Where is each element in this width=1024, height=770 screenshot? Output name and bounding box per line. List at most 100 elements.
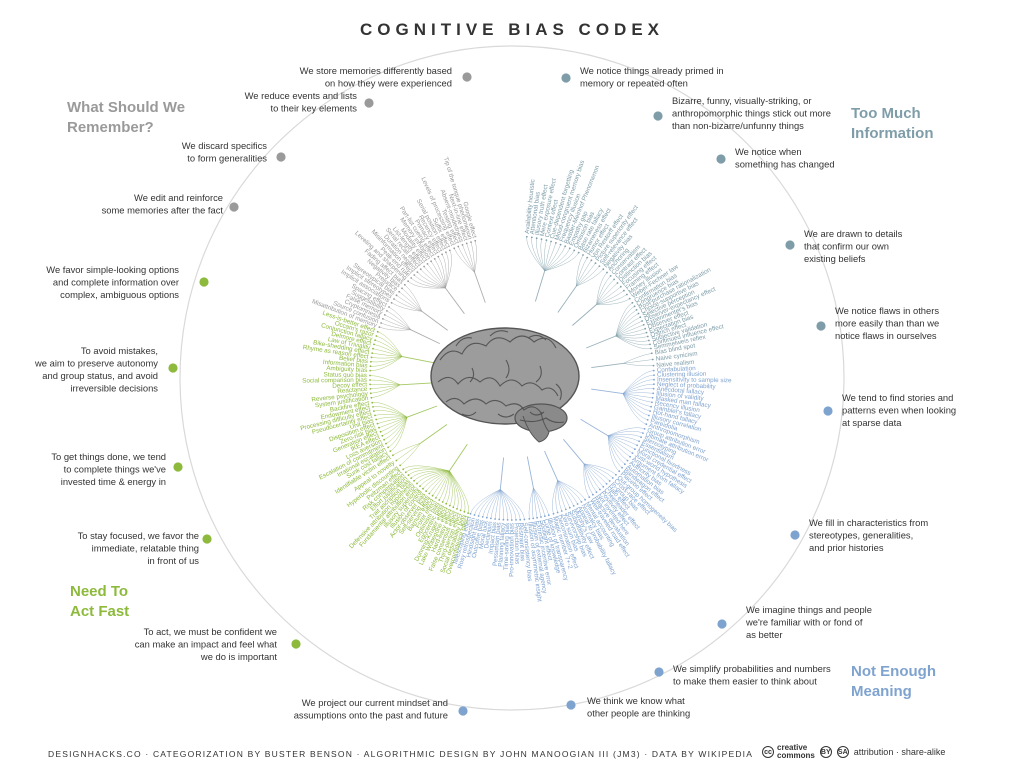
bias-label[interactable]: Time-saving bias: [503, 523, 511, 571]
category-dot[interactable]: [199, 277, 209, 287]
bias-label[interactable]: Social comparison bias: [302, 377, 367, 385]
bias-label[interactable]: Information bias: [323, 359, 368, 370]
bias-label[interactable]: Status quo bias: [324, 371, 368, 379]
bias-branch-line: [449, 470, 462, 511]
bias-node-dot: [369, 379, 371, 381]
bias-label[interactable]: Confabulation: [657, 365, 697, 374]
bias-branch-line: [370, 384, 401, 394]
bias-label[interactable]: Belief bias: [339, 355, 369, 365]
branch-trunk: [557, 286, 577, 313]
bias-label[interactable]: Neglect of probability: [657, 381, 717, 391]
category-dot[interactable]: [816, 321, 826, 331]
bias-label[interactable]: Clustering illusion: [657, 371, 707, 379]
license-badge[interactable]: cc creative commons BY SA attribution · …: [762, 744, 945, 760]
bias-node-dot: [388, 306, 390, 308]
bias-label[interactable]: Projection bias: [512, 523, 520, 564]
bias-node-dot: [485, 516, 488, 519]
category-dot[interactable]: [716, 154, 726, 164]
bias-branch-line: [596, 272, 608, 305]
bias-branch-line: [486, 489, 501, 518]
category-dot[interactable]: [785, 240, 795, 250]
bias-branch-line: [470, 489, 501, 514]
bias-node-dot: [416, 271, 419, 273]
bias-label[interactable]: Planning fallacy: [497, 522, 507, 567]
bias-branch-line: [474, 489, 501, 516]
category-dot[interactable]: [790, 530, 800, 540]
bias-node-dot: [528, 518, 531, 520]
category-dot[interactable]: [364, 98, 374, 108]
bias-node-dot: [559, 243, 562, 246]
bias-label[interactable]: Anecdotal fallacy: [656, 386, 705, 397]
bias-label[interactable]: Insensitivity to sample size: [657, 376, 732, 384]
bias-branch-line: [557, 480, 578, 505]
bias-branch-line: [622, 393, 648, 421]
bias-branch-line: [615, 313, 639, 337]
bias-branch-line: [382, 417, 408, 437]
bias-node-dot: [608, 480, 611, 482]
category-dot[interactable]: [717, 619, 727, 629]
bias-branch-line: [583, 463, 590, 498]
category-dot[interactable]: [561, 73, 571, 83]
bias-branch-line: [557, 480, 582, 503]
bias-node-dot: [626, 459, 629, 462]
bias-branch-line: [422, 470, 450, 489]
category-dot[interactable]: [229, 202, 239, 212]
bias-branch-line: [615, 335, 651, 346]
bias-branch-line: [399, 291, 423, 312]
bias-label[interactable]: Reactance: [337, 386, 368, 395]
bias-branch-line: [557, 480, 586, 500]
category-dot[interactable]: [173, 462, 183, 472]
bias-branch-line: [544, 242, 557, 272]
bias-branch-line: [449, 470, 453, 506]
bias-node-dot: [457, 245, 460, 248]
bias-node-dot: [423, 265, 425, 268]
bias-label[interactable]: Pessimism bias: [492, 522, 503, 566]
bias-node-dot: [618, 470, 621, 473]
bias-node-dot: [550, 240, 552, 243]
bias-branch-line: [596, 294, 628, 305]
branch-trunk: [400, 382, 433, 386]
bias-node-dot: [380, 322, 382, 324]
bias-node-dot: [646, 419, 649, 421]
category-dot[interactable]: [654, 667, 664, 677]
bias-branch-line: [470, 242, 475, 273]
bias-node-dot: [652, 369, 655, 372]
bias-branch-line: [416, 470, 450, 484]
bias-label[interactable]: Ambiguity bias: [326, 365, 367, 374]
bias-label[interactable]: Restraint bias: [517, 523, 526, 562]
category-dot[interactable]: [462, 72, 472, 82]
category-dot[interactable]: [168, 363, 178, 373]
bias-node-dot: [637, 312, 640, 315]
bias-node-dot: [644, 327, 647, 330]
category-dot[interactable]: [291, 639, 301, 649]
bias-node-dot: [634, 448, 636, 451]
bias-branch-line: [376, 335, 403, 357]
bias-label[interactable]: Impact bias: [488, 522, 499, 555]
category-dot[interactable]: [458, 706, 468, 716]
bias-branch-line: [388, 306, 412, 330]
credits-footer: DESIGNHACKS.CO · CATEGORIZATION BY BUSTE…: [48, 749, 754, 759]
bias-node-dot: [410, 277, 413, 279]
category-dot[interactable]: [566, 700, 576, 710]
bias-label[interactable]: Decoy effect: [332, 381, 367, 390]
category-dot[interactable]: [276, 152, 286, 162]
bias-branch-line: [544, 246, 566, 272]
bias-node-dot: [650, 405, 652, 408]
bias-branch-line: [462, 244, 475, 273]
bias-label[interactable]: Pro-innovation bias: [508, 523, 515, 577]
bias-label[interactable]: Naive realism: [656, 359, 695, 369]
bias-label[interactable]: Declinism: [483, 521, 494, 549]
branch-trunk: [563, 439, 585, 465]
branch-trunk: [420, 424, 448, 444]
bias-branch-line: [429, 470, 450, 494]
category-dot[interactable]: [653, 111, 663, 121]
category-dot[interactable]: [823, 406, 833, 416]
category-dot[interactable]: [202, 534, 212, 544]
bias-branch-line: [615, 335, 648, 339]
bias-node-dot: [383, 438, 385, 441]
